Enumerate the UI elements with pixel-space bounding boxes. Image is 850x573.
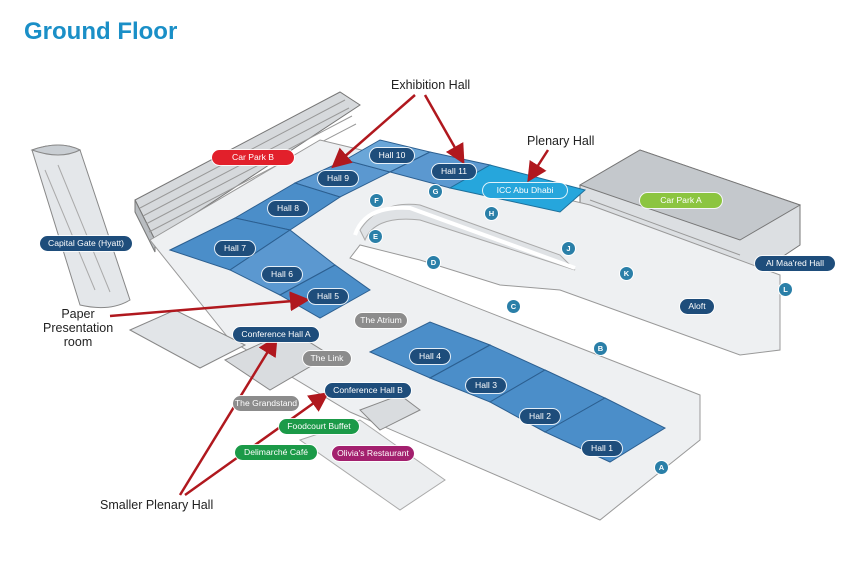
annotation-smaller-plenary-hall: Smaller Plenary Hall	[100, 498, 214, 512]
annotation-paper-presentation: Paper Presentation room	[43, 307, 113, 349]
foodcourt-buffet-label[interactable]: Foodcourt Buffet	[279, 419, 359, 434]
hall-1-label[interactable]: Hall 1	[582, 441, 622, 456]
hall-6-label[interactable]: Hall 6	[262, 267, 302, 282]
stop-a-marker[interactable]: A	[654, 460, 669, 475]
stop-f-marker[interactable]: F	[369, 193, 384, 208]
page-title: Ground Floor	[24, 18, 178, 45]
conference-hall-a-label[interactable]: Conference Hall A	[233, 327, 319, 342]
aloft-label[interactable]: Aloft	[680, 299, 714, 314]
olivias-restaurant-label[interactable]: Olivia's Restaurant	[332, 446, 414, 461]
stop-e-marker[interactable]: E	[368, 229, 383, 244]
hall-5-label[interactable]: Hall 5	[308, 289, 348, 304]
the-link-label[interactable]: The Link	[303, 351, 351, 366]
annotation-plenary-hall: Plenary Hall	[527, 134, 595, 148]
stop-g-marker[interactable]: G	[428, 184, 443, 199]
internal-road	[353, 205, 576, 270]
annotation-exhibition-hall: Exhibition Hall	[391, 78, 471, 92]
the-grandstand-label[interactable]: The Grandstand	[233, 396, 299, 411]
the-atrium-label[interactable]: The Atrium	[355, 313, 407, 328]
hall-2-label[interactable]: Hall 2	[520, 409, 560, 424]
delimarche-cafe-label[interactable]: Delimarché Café	[235, 445, 317, 460]
car-park-a-label[interactable]: Car Park A	[640, 193, 722, 208]
capital-gate-label[interactable]: Capital Gate (Hyatt)	[40, 236, 132, 251]
annotation-paper-line2: Presentation	[43, 321, 114, 335]
stop-j-marker[interactable]: J	[561, 241, 576, 256]
stop-c-marker[interactable]: C	[506, 299, 521, 314]
hall-11-label[interactable]: Hall 11	[432, 164, 476, 179]
stop-h-marker[interactable]: H	[484, 206, 499, 221]
capital-gate-tower	[30, 144, 131, 309]
lower-left-buildings	[128, 309, 446, 511]
annotation-paper-line1: Paper	[61, 307, 95, 321]
annotation-paper-line3: room	[63, 335, 93, 349]
stop-d-marker[interactable]: D	[426, 255, 441, 270]
hall-9-label[interactable]: Hall 9	[318, 171, 358, 186]
hall-7-label[interactable]: Hall 7	[215, 241, 255, 256]
icc-abu-dhabi-label[interactable]: ICC Abu Dhabi	[483, 183, 567, 198]
hall-10-label[interactable]: Hall 10	[370, 148, 414, 163]
stop-k-marker[interactable]: K	[619, 266, 634, 281]
conference-hall-b-label[interactable]: Conference Hall B	[325, 383, 411, 398]
stop-b-marker[interactable]: B	[593, 341, 608, 356]
car-park-b-label[interactable]: Car Park B	[212, 150, 294, 165]
hall-3-label[interactable]: Hall 3	[466, 378, 506, 393]
stop-l-marker[interactable]: L	[778, 282, 793, 297]
al-maared-hall-label[interactable]: Al Maa'red Hall	[755, 256, 835, 271]
hall-4-label[interactable]: Hall 4	[410, 349, 450, 364]
hall-8-label[interactable]: Hall 8	[268, 201, 308, 216]
